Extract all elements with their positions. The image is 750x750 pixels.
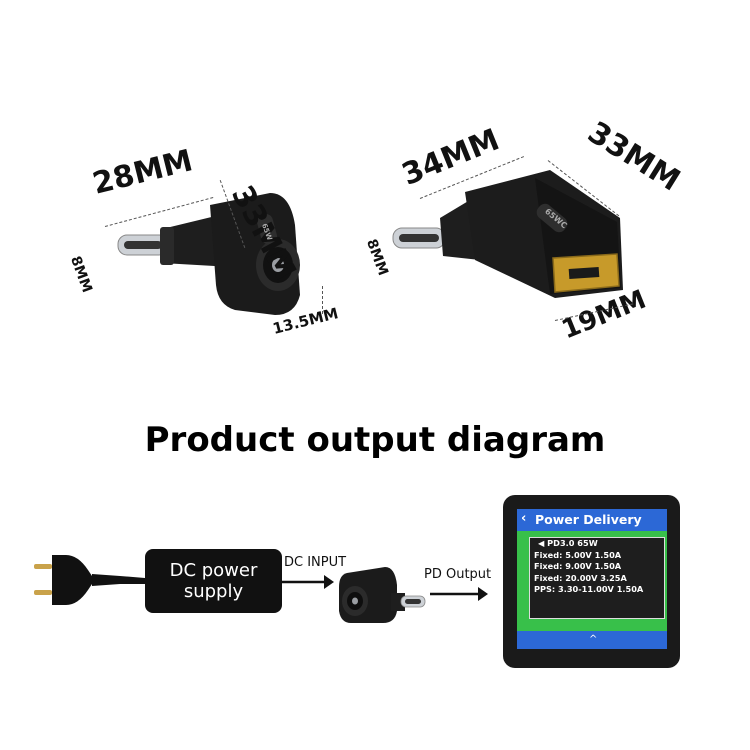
left-barrel-line (322, 286, 323, 314)
left-adapter-graphic (117, 193, 300, 315)
pd-row-1: Fixed: 9.00V 1.50A (534, 561, 622, 571)
adapter-small-graphic (339, 567, 426, 623)
screen-title: Power Delivery (535, 512, 642, 527)
left-tip-label: 8MM (66, 254, 95, 295)
dc-input-arrow-icon (282, 575, 334, 589)
back-chevron-icon: ‹ (521, 511, 527, 526)
pd-row-2: Fixed: 20.00V 3.25A (534, 572, 627, 583)
pd-row-0: Fixed: 5.00V 1.50A (534, 549, 622, 560)
psu-line2: supply (183, 581, 244, 602)
pd-output-arrow-icon (430, 587, 488, 601)
dc-power-supply-box: DC power supply (145, 549, 282, 613)
diagram-title: Product output diagram (144, 420, 606, 460)
power-cable (116, 578, 146, 584)
scroll-up-icon: ^ (589, 634, 598, 645)
pd-header: ◀ PD3.0 65W (530, 538, 664, 550)
right-adapter-graphic (392, 170, 623, 298)
speaker-icon: ◀ (538, 538, 545, 548)
pd-row-3: PPS: 3.30-11.00V 1.50A (534, 584, 644, 594)
dc-input-label: DC INPUT (284, 555, 347, 570)
pd-header-text: PD3.0 65W (547, 538, 598, 548)
usb-tester-device: ‹ Power Delivery ◀ PD3.0 65W Fixed: 5.00… (503, 495, 680, 668)
psu-line1: DC power (169, 560, 258, 581)
pd-output-label: PD Output (424, 567, 492, 582)
tester-display: ‹ Power Delivery ◀ PD3.0 65W Fixed: 5.00… (517, 509, 667, 649)
pd-info-panel: ◀ PD3.0 65W Fixed: 5.00V 1.50A Fixed: 9.… (529, 537, 665, 619)
